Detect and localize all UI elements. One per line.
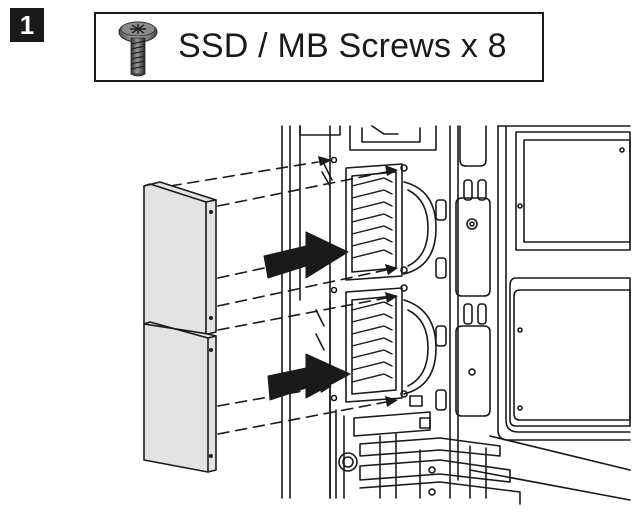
alignment-arrowheads — [318, 156, 398, 407]
chassis-frame — [281, 125, 631, 501]
hdd-cage — [335, 395, 521, 505]
rear-panel — [509, 131, 631, 427]
upper-push-arrow — [263, 231, 349, 279]
step-number: 1 — [19, 9, 35, 40]
push-arrows — [263, 231, 351, 401]
lower-push-arrow — [267, 353, 351, 401]
lower-ssd-tray — [315, 284, 437, 403]
frame-slots — [435, 125, 491, 417]
upper-ssd-drive — [143, 181, 217, 335]
alignment-lines — [169, 161, 387, 435]
parts-label-box: SSD / MB Screws x 8 — [94, 12, 544, 82]
step-number-badge: 1 — [10, 8, 44, 42]
lower-ssd-drive — [143, 321, 217, 473]
screw-icon — [118, 21, 158, 77]
upper-ssd-tray — [321, 156, 437, 281]
parts-label-text: SSD / MB Screws x 8 — [178, 27, 507, 65]
